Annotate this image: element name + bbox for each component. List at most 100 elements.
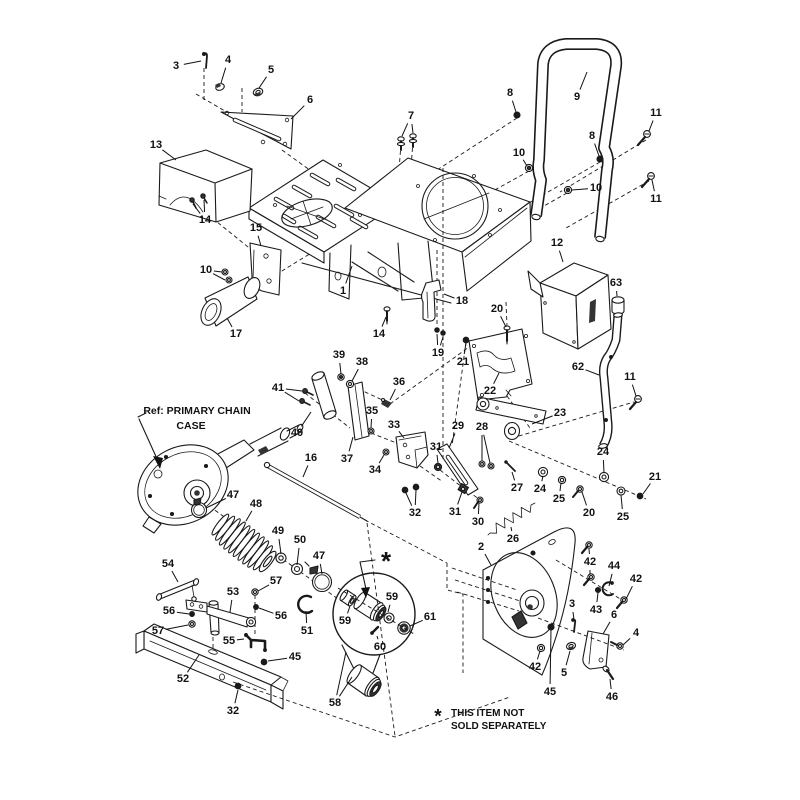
callout-35-33: 35	[366, 405, 378, 429]
footnote-line1: THIS ITEM NOT	[451, 708, 524, 719]
callout-5-60: 5	[561, 650, 571, 679]
callout-12-18: 12	[551, 237, 564, 263]
callout-10-17: 10	[571, 182, 602, 194]
callout-47-68: 47	[313, 550, 325, 575]
callout-31-37: 31	[430, 441, 442, 464]
svg-text:42: 42	[630, 573, 642, 585]
callout-14-85: 14	[373, 316, 387, 340]
part-support-bracket-bottom	[565, 630, 610, 670]
svg-text:8: 8	[589, 130, 595, 142]
svg-text:45: 45	[289, 651, 301, 663]
svg-text:25: 25	[617, 511, 629, 523]
svg-text:10: 10	[590, 182, 602, 194]
part-washer-49	[275, 552, 287, 564]
part-cover	[158, 149, 253, 223]
callout-43-55: 43	[590, 592, 602, 616]
svg-text:52: 52	[177, 673, 189, 685]
part-cap	[611, 296, 625, 315]
svg-text:11: 11	[650, 193, 662, 205]
svg-text:60: 60	[374, 641, 386, 653]
callout-45-77: 45	[267, 651, 301, 663]
callout-11-21: 11	[624, 371, 637, 397]
callout-52-78: 52	[177, 654, 200, 685]
svg-text:9: 9	[574, 91, 580, 103]
callout-3-1: 3	[173, 60, 202, 72]
svg-text:13: 13	[150, 139, 162, 151]
svg-text:35: 35	[366, 405, 378, 417]
svg-text:41: 41	[272, 382, 284, 394]
footnote-star: *	[434, 707, 442, 728]
callout-57-73: 57	[152, 624, 189, 637]
callout-9-12: 9	[574, 71, 588, 103]
part-support-bracket-top	[220, 110, 294, 150]
callout-16-40: 16	[302, 452, 317, 478]
svg-text:61: 61	[424, 611, 436, 623]
svg-text:42: 42	[584, 556, 596, 568]
svg-text:27: 27	[511, 482, 523, 494]
callout-25-49: 25	[617, 494, 629, 523]
svg-text:37: 37	[341, 453, 353, 465]
svg-text:12: 12	[551, 237, 563, 249]
callout-49-66: 49	[272, 525, 284, 555]
callout-7-10: 7	[401, 110, 414, 137]
svg-text:14: 14	[373, 328, 386, 340]
callout-4-59: 4	[622, 627, 640, 646]
part-hook-bracket	[420, 279, 442, 322]
callout-34-36: 34	[369, 454, 385, 476]
svg-text:6: 6	[307, 94, 313, 106]
svg-text:24: 24	[534, 483, 547, 495]
ref-arrowhead	[153, 456, 163, 469]
svg-text:23: 23	[554, 407, 566, 419]
svg-text:11: 11	[650, 107, 662, 119]
callout-36-30: 36	[389, 376, 405, 401]
svg-text:20: 20	[491, 303, 503, 315]
svg-text:32: 32	[227, 705, 239, 717]
callout-41-31: 41	[272, 382, 303, 402]
svg-text:25: 25	[553, 493, 565, 505]
part-rod-16	[263, 461, 368, 522]
callout-42-53: 42	[584, 548, 596, 574]
callout-39-28: 39	[333, 349, 345, 375]
part-main-frame	[248, 157, 532, 304]
callout-17-9: 17	[226, 317, 242, 340]
callout-48-65: 48	[245, 498, 262, 522]
svg-text:38: 38	[356, 356, 368, 368]
callout-10-15: 10	[513, 147, 528, 167]
callout-32-41: 32	[405, 489, 421, 519]
ref-label-line1: Ref: PRIMARY CHAIN	[143, 405, 250, 417]
svg-text:6: 6	[611, 609, 617, 621]
callout-30-43: 30	[472, 502, 484, 528]
svg-text:54: 54	[162, 558, 175, 570]
callout-8-11: 8	[507, 87, 517, 113]
callout-29-38: 29	[448, 420, 464, 449]
svg-text:58: 58	[329, 697, 341, 709]
svg-text:21: 21	[457, 356, 469, 368]
callout-20-47: 20	[581, 491, 595, 519]
svg-text:1: 1	[340, 285, 346, 297]
callout-18-22: 18	[443, 293, 468, 307]
callout-42-63: 42	[529, 650, 541, 673]
callout-26-51: 26	[507, 526, 519, 545]
part-clamp-47a	[190, 497, 208, 519]
svg-text:31: 31	[449, 506, 461, 518]
callout-2-52: 2	[478, 541, 492, 566]
svg-text:45: 45	[544, 686, 556, 698]
part-c-clip-51	[297, 594, 314, 614]
callout-11-13: 11	[648, 107, 662, 132]
svg-text:2: 2	[478, 541, 484, 553]
callout-47-64: 47	[205, 489, 239, 509]
detail-star-marker: *	[381, 546, 392, 576]
callout-3-57: 3	[569, 598, 575, 621]
ref-primary-chain-case	[137, 423, 304, 534]
callout-14-6: 14	[192, 199, 212, 226]
svg-text:33: 33	[388, 419, 400, 431]
svg-text:4: 4	[633, 627, 640, 639]
footnote-line2: SOLD SEPARATELY	[451, 721, 547, 732]
callout-44-54: 44	[608, 560, 621, 587]
callout-51-69: 51	[301, 610, 313, 637]
svg-text:62: 62	[572, 361, 584, 373]
part-spring-26	[487, 502, 536, 536]
callout-50-67: 50	[294, 534, 306, 566]
